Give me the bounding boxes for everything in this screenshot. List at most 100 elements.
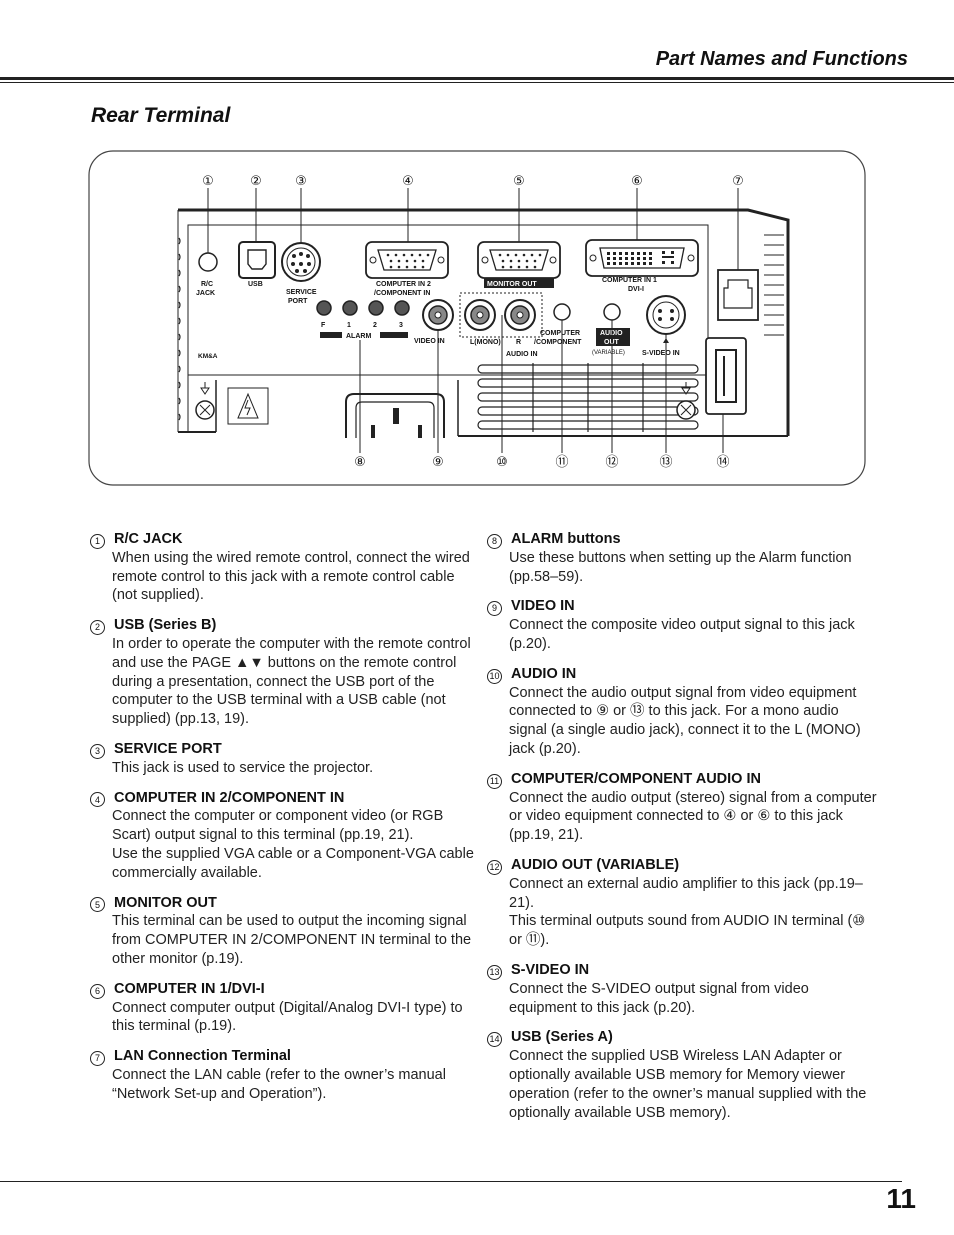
callout-14: ⑭ <box>716 454 729 469</box>
item-title: ALARM buttons <box>511 531 621 547</box>
item-body: Connect computer output (Digital/Analog … <box>90 999 475 1037</box>
item-heading: 14 USB (Series A) <box>487 1028 879 1048</box>
item-title: MONITOR OUT <box>114 894 217 911</box>
description-item: 3 SERVICE PORT This jack is used to servic… <box>90 740 475 778</box>
item-body-paragraph: Connect the audio output signal from vid… <box>509 684 861 757</box>
item-body-paragraph: Connect the S-VIDEO output signal from v… <box>509 980 809 1016</box>
item-number-badge: 12 <box>487 859 502 875</box>
description-item: 10 AUDIO IN Connect the audio output signa… <box>487 665 879 759</box>
item-title: VIDEO IN <box>511 598 575 615</box>
item-title: S-VIDEO IN <box>511 961 590 978</box>
alarm-buttons <box>316 300 410 316</box>
descriptions-left-column: 1 R/C JACK When using the wired remote con… <box>90 530 475 1115</box>
description-item: 1 R/C JACK When using the wired remote con… <box>90 530 475 605</box>
item-title: LAN Connection Terminal <box>114 1048 291 1065</box>
item-body: Connect the computer or component video … <box>90 807 475 882</box>
item-title: COMPUTER/COMPONENT AUDIO IN <box>511 770 761 787</box>
callout-3: ③ <box>295 173 307 188</box>
rc-jack-label-2: JACK <box>196 290 215 297</box>
footer-rule <box>0 1181 902 1182</box>
item-number-badge: 3 <box>90 743 105 759</box>
item-title: AUDIO OUT (VARIABLE) <box>511 856 680 873</box>
item-body: In order to operate the computer with th… <box>90 635 475 729</box>
audio-out-port <box>603 303 621 321</box>
item-body-paragraph: Connect the LAN cable (refer to the owne… <box>112 1066 446 1102</box>
section-title: Rear Terminal <box>91 104 231 127</box>
item-body-paragraph: Use the supplied VGA cable or a Componen… <box>112 845 474 881</box>
header-rule-thin <box>0 82 954 83</box>
item-heading: 10 AUDIO IN <box>487 665 879 684</box>
rc-jack-port <box>198 252 218 272</box>
item-number-badge: 1 <box>90 533 105 549</box>
item-heading: 13 S-VIDEO IN <box>487 961 879 980</box>
item-number-badge: 6 <box>90 983 105 999</box>
item-number-badge: 5 <box>90 897 105 913</box>
alarm-key-f: F <box>321 322 326 329</box>
rear-panel <box>177 208 790 437</box>
service-port-label-1: SERVICE <box>286 289 317 296</box>
header-rule <box>0 77 954 80</box>
callout-8: ⑧ <box>354 454 366 469</box>
description-item: 5 MONITOR OUT This terminal can be used to… <box>90 894 475 969</box>
item-body: Connect the LAN cable (refer to the owne… <box>90 1066 475 1104</box>
computer-audio-label-1: COMPUTER <box>540 330 580 337</box>
description-item: 13 S-VIDEO IN Connect the S-VIDEO output s… <box>487 961 879 1017</box>
callout-9: ⑨ <box>432 454 444 469</box>
item-heading: 12 AUDIO OUT (VARIABLE) <box>487 856 879 875</box>
item-body: Connect an external audio amplifier to t… <box>487 875 879 950</box>
item-number-badge: 4 <box>90 792 105 808</box>
item-heading: 5 MONITOR OUT <box>90 894 475 913</box>
item-body-paragraph: Use these buttons when setting up the Al… <box>509 549 852 585</box>
item-body-paragraph: This terminal can be used to output the … <box>112 913 472 967</box>
description-item: 14 USB (Series A) Connect the supplied USB… <box>487 1028 879 1122</box>
description-item: 2 USB (Series B)In order to operate the c… <box>90 616 475 729</box>
item-body: This jack is used to service the project… <box>90 759 475 778</box>
callout-10: ⑩ <box>496 454 508 469</box>
computer-in1-label-2: DVI-I <box>628 286 644 293</box>
computer-in2-label-1: COMPUTER IN 2 <box>376 281 431 288</box>
item-body: Connect the audio output (stereo) signal… <box>487 789 879 845</box>
computer-audio-label-2: /COMPONENT <box>534 339 582 346</box>
rear-terminal-diagram: R/C JACK USB SERVICE PORT COMPUTER IN 2 … <box>88 150 866 486</box>
item-title: SERVICE PORT <box>114 740 222 757</box>
usb-label: USB <box>248 281 263 288</box>
computer-in2-label-2: /COMPONENT IN <box>374 290 430 297</box>
callout-13: ⑬ <box>659 454 672 469</box>
item-heading: 1 R/C JACK <box>90 530 475 549</box>
item-body-paragraph: Connect the supplied USB Wireless LAN Ad… <box>509 1048 867 1121</box>
item-number-badge: 10 <box>487 668 502 684</box>
item-title: AUDIO IN <box>511 665 577 682</box>
item-body-paragraph: Connect the audio output (stereo) signal… <box>509 789 877 844</box>
item-body-paragraph: In order to operate the computer with th… <box>112 635 471 728</box>
computer-audio-in-port <box>553 303 571 321</box>
callout-6: ⑥ <box>631 173 643 188</box>
item-number-badge: 13 <box>487 964 502 980</box>
page-header-title: Part Names and Functions <box>655 48 908 70</box>
item-body: When using the wired remote control, con… <box>90 549 475 605</box>
alarm-key-1: 1 <box>347 322 351 329</box>
item-title: R/C JACK <box>114 531 183 547</box>
model-label: KM&A <box>198 353 218 360</box>
item-title: USB (Series B) <box>114 617 217 634</box>
callout-11: ⑪ <box>555 454 568 469</box>
item-number-badge: 14 <box>487 1032 502 1048</box>
item-body-paragraph: This jack is used to service the project… <box>112 759 374 776</box>
item-body: Connect the supplied USB Wireless LAN Ad… <box>487 1047 879 1122</box>
item-number-badge: 2 <box>90 620 105 636</box>
item-body-paragraph: Connect an external audio amplifier to t… <box>509 875 863 911</box>
callout-4: ④ <box>402 173 414 188</box>
s-video-in-label: S-VIDEO IN <box>642 350 680 357</box>
item-title: USB (Series A) <box>511 1029 613 1046</box>
item-body-paragraph: Connect the composite video output signa… <box>509 617 855 652</box>
